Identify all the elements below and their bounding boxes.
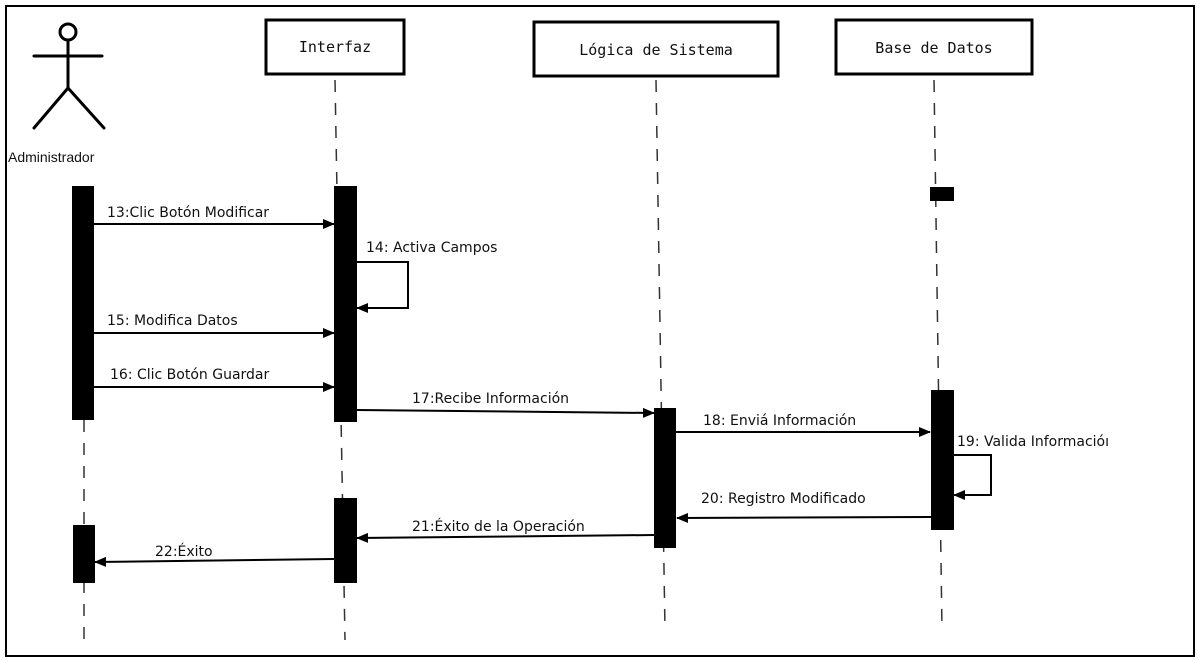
lifeline-title-interfaz: Interfaz bbox=[299, 38, 371, 56]
message-13: 13:Clic Botón Modificar bbox=[94, 205, 335, 229]
activation-logica bbox=[654, 408, 676, 548]
lifeline-bd: Base de Datos bbox=[834, 18, 1034, 76]
lifeline-title-bd: Base de Datos bbox=[875, 39, 992, 57]
message-label-20: 20: Registro Modificado bbox=[701, 491, 866, 507]
lifeline-logica: Lógica de Sistema bbox=[532, 20, 780, 78]
actor-administrador: Administrador bbox=[8, 22, 106, 165]
message-17: 17:Recibe Información bbox=[356, 391, 655, 418]
activation-interfaz-2 bbox=[334, 498, 357, 583]
stick-figure-icon bbox=[32, 22, 106, 130]
diagram-frame bbox=[5, 5, 1195, 657]
message-19-self: 19: Valida Informacióı bbox=[953, 434, 1109, 500]
message-22: 22:Éxito bbox=[94, 543, 335, 567]
message-18: 18: Enviá Información bbox=[676, 413, 931, 437]
message-label-19: 19: Valida Informacióı bbox=[957, 434, 1109, 450]
message-21: 21:Éxito de la Operación bbox=[356, 518, 655, 543]
message-label-14: 14: Activa Campos bbox=[366, 240, 497, 256]
message-label-16: 16: Clic Botón Guardar bbox=[110, 367, 270, 383]
message-label-17: 17:Recibe Información bbox=[412, 391, 569, 407]
message-label-22: 22:Éxito bbox=[155, 543, 213, 560]
message-16: 16: Clic Botón Guardar bbox=[94, 367, 335, 392]
message-14-self: 14: Activa Campos bbox=[356, 240, 497, 313]
activation-bd-1 bbox=[930, 187, 954, 201]
activation-administrador-1 bbox=[72, 186, 94, 420]
message-label-18: 18: Enviá Información bbox=[703, 413, 856, 429]
message-20: 20: Registro Modificado bbox=[676, 491, 932, 523]
message-15: 15: Modifica Datos bbox=[94, 313, 335, 338]
activation-bd-2 bbox=[931, 390, 954, 530]
message-label-13: 13:Clic Botón Modificar bbox=[107, 205, 269, 221]
message-label-21: 21:Éxito de la Operación bbox=[412, 518, 585, 535]
message-label-15: 15: Modifica Datos bbox=[107, 313, 238, 329]
activation-interfaz-1 bbox=[334, 186, 357, 422]
lifeline-interfaz: Interfaz bbox=[264, 18, 406, 76]
activation-administrador-2 bbox=[73, 525, 95, 583]
actor-label: Administrador bbox=[8, 149, 95, 165]
lifeline-title-logica: Lógica de Sistema bbox=[579, 41, 733, 59]
